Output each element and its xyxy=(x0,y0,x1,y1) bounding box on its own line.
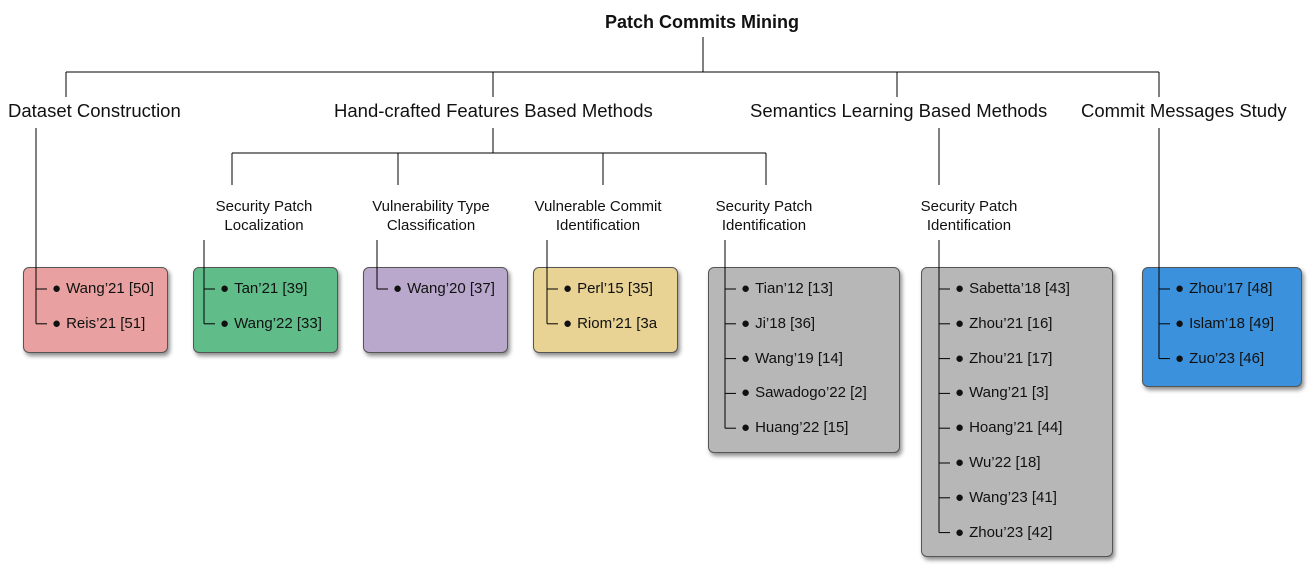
reference-item: ●Wang’21 [50] xyxy=(52,280,154,297)
reference-box xyxy=(921,267,1113,557)
reference-label: Wang’21 [3] xyxy=(969,384,1049,402)
reference-item: ●Islam’18 [49] xyxy=(1175,315,1274,332)
category-hand-crafted-features: Hand-crafted Features Based Methods xyxy=(334,100,653,121)
reference-item: ●Wang’21 [3] xyxy=(955,384,1049,401)
bullet-icon: ● xyxy=(955,349,965,367)
bullet-icon: ● xyxy=(52,314,62,332)
reference-label: Wang’21 [50] xyxy=(66,280,154,297)
reference-label: Zhou’21 [16] xyxy=(969,314,1053,332)
subgroup-label-line: Localization xyxy=(224,217,304,234)
reference-item: ●Wang’23 [41] xyxy=(955,489,1057,506)
reference-item: ●Sawadogo’22 [2] xyxy=(741,384,867,401)
bullet-icon: ● xyxy=(1175,349,1185,367)
reference-item: ●Tian’12 [13] xyxy=(741,280,833,297)
bullet-icon: ● xyxy=(1175,280,1185,297)
bullet-icon: ● xyxy=(955,314,965,332)
category-commit-messages-study: Commit Messages Study xyxy=(1081,100,1287,121)
reference-label: Wang’23 [41] xyxy=(969,488,1057,506)
bullet-icon: ● xyxy=(955,384,965,402)
bullet-icon: ● xyxy=(741,384,751,402)
subgroup-label-line: Security Patch xyxy=(920,198,1018,215)
subgroup-label-line: Vulnerability Type xyxy=(372,198,490,215)
reference-label: Wang’22 [33] xyxy=(234,314,322,332)
diagram-title: Patch Commits Mining xyxy=(605,12,800,32)
reference-item: ●Wang’19 [14] xyxy=(741,350,843,367)
bullet-icon: ● xyxy=(393,280,403,297)
reference-item: ●Wang’20 [37] xyxy=(393,280,495,297)
bullet-icon: ● xyxy=(741,349,751,367)
subgroup-label-line: Security Patch xyxy=(715,198,813,215)
subgroup-label-line: Vulnerable Commit xyxy=(534,198,662,215)
bullet-icon: ● xyxy=(52,280,62,297)
bullet-icon: ● xyxy=(563,280,573,297)
reference-item: ●Zhou’21 [16] xyxy=(955,315,1052,332)
reference-label: Reis’21 [51] xyxy=(66,314,146,332)
reference-item: ●Sabetta’18 [43] xyxy=(955,280,1070,297)
subgroup-label-line: Identification xyxy=(555,217,641,234)
reference-item: ●Perl’15 [35] xyxy=(563,280,653,297)
bullet-icon: ● xyxy=(741,280,751,297)
reference-item: ●Ji’18 [36] xyxy=(741,315,815,332)
bullet-icon: ● xyxy=(955,523,965,541)
reference-label: Zuo’23 [46] xyxy=(1189,349,1265,367)
reference-item: ●Huang’22 [15] xyxy=(741,419,848,436)
bullet-icon: ● xyxy=(741,419,751,437)
subgroup-label-line: Classification xyxy=(386,217,476,234)
reference-item: ●Zhou’23 [42] xyxy=(955,524,1052,541)
reference-item: ●Wu’22 [18] xyxy=(955,454,1041,471)
reference-label: Perl’15 [35] xyxy=(577,280,653,297)
category-semantics-learning: Semantics Learning Based Methods xyxy=(750,100,1048,121)
reference-label: Tan’21 [39] xyxy=(234,280,308,297)
bullet-icon: ● xyxy=(1175,314,1185,332)
bullet-icon: ● xyxy=(741,314,751,332)
reference-label: Zhou’21 [17] xyxy=(969,349,1053,367)
reference-item: ●Zhou’17 [48] xyxy=(1175,280,1272,297)
reference-label: Wang’20 [37] xyxy=(407,280,495,297)
reference-box xyxy=(363,267,508,353)
reference-label: Ji’18 [36] xyxy=(755,314,816,332)
reference-label: Zhou’23 [42] xyxy=(969,523,1053,541)
reference-label: Zhou’17 [48] xyxy=(1189,280,1273,297)
reference-item: ●Zhou’21 [17] xyxy=(955,350,1052,367)
reference-label: Huang’22 [15] xyxy=(755,419,849,437)
subgroup-label-line: Identification xyxy=(721,217,807,234)
reference-item: ●Wang’22 [33] xyxy=(220,315,322,332)
reference-box xyxy=(708,267,900,453)
subgroup-label-line: Identification xyxy=(926,217,1012,234)
reference-item: ●Tan’21 [39] xyxy=(220,280,307,297)
bullet-icon: ● xyxy=(955,488,965,506)
category-dataset-construction: Dataset Construction xyxy=(8,100,181,121)
bullet-icon: ● xyxy=(220,280,230,297)
reference-label: Tian’12 [13] xyxy=(755,280,833,297)
reference-box xyxy=(193,267,338,353)
bullet-icon: ● xyxy=(955,454,965,471)
reference-box xyxy=(23,267,168,353)
reference-label: Wang’19 [14] xyxy=(755,349,843,367)
reference-label: Sabetta’18 [43] xyxy=(969,280,1070,297)
reference-label: Wu’22 [18] xyxy=(969,454,1041,471)
reference-box xyxy=(533,267,678,353)
bullet-icon: ● xyxy=(563,314,573,332)
bullet-icon: ● xyxy=(955,280,965,297)
bullet-icon: ● xyxy=(955,419,965,437)
reference-label: Hoang’21 [44] xyxy=(969,419,1063,437)
subgroup-label-line: Security Patch xyxy=(215,198,313,215)
reference-item: ●Riom’21 [3a xyxy=(563,315,657,332)
reference-label: Riom’21 [3a xyxy=(577,314,658,332)
reference-label: Islam’18 [49] xyxy=(1189,314,1275,332)
reference-item: ●Zuo’23 [46] xyxy=(1175,350,1264,367)
reference-item: ●Hoang’21 [44] xyxy=(955,419,1062,436)
reference-item: ●Reis’21 [51] xyxy=(52,315,145,332)
reference-label: Sawadogo’22 [2] xyxy=(755,384,867,402)
bullet-icon: ● xyxy=(220,314,230,332)
reference-box xyxy=(1142,267,1302,387)
